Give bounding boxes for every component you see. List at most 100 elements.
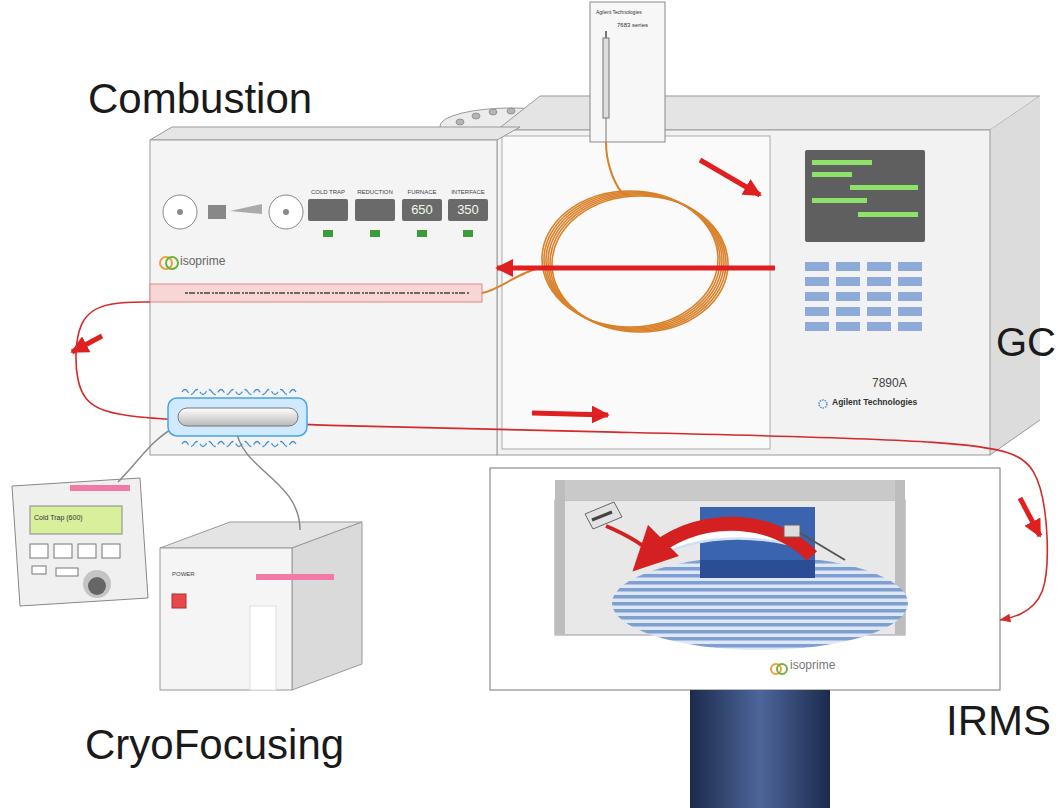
screen-text: Cold Trap (600) xyxy=(34,514,83,522)
power-button xyxy=(172,594,186,608)
brand-logo xyxy=(819,400,827,408)
valve-knob xyxy=(208,205,226,219)
control-knob xyxy=(83,570,111,598)
section-heading: CryoFocusing xyxy=(85,724,344,766)
status-button xyxy=(323,230,333,237)
gc-keypad xyxy=(805,262,922,331)
temperature-display xyxy=(308,199,348,221)
vial xyxy=(456,119,464,125)
gc-front xyxy=(497,130,990,455)
instrument-unit: CryoFocusingPOWER xyxy=(160,548,292,690)
brand-name: Agilent Technologies xyxy=(596,10,642,16)
panel-label: REDUCTION xyxy=(353,189,397,196)
status-button xyxy=(370,230,380,237)
screen-lines xyxy=(812,160,918,217)
indicator-strip xyxy=(256,574,334,580)
cold-trap-glow xyxy=(168,398,307,436)
brand-logo xyxy=(777,664,787,674)
screen-line xyxy=(812,172,852,177)
power-box-side xyxy=(292,522,362,690)
autosampler-tower xyxy=(590,2,665,142)
flow-arrow xyxy=(700,160,760,195)
section-heading: GC xyxy=(996,322,1056,362)
section-heading: IRMS xyxy=(946,700,1051,742)
controller-button xyxy=(30,544,48,558)
display-value: 350 xyxy=(450,203,486,218)
controller-screen xyxy=(30,506,122,534)
controller-buttons xyxy=(30,544,120,576)
panel-label: POWER xyxy=(172,571,195,578)
irms-housing xyxy=(490,468,1000,690)
gc-screen xyxy=(805,150,925,242)
syringe-plunger xyxy=(605,31,607,38)
gc-oven-door xyxy=(502,136,770,449)
valve-lever xyxy=(230,204,262,214)
pressure-dial xyxy=(269,195,303,229)
panel-label: FURNACE xyxy=(400,189,444,196)
controller-button xyxy=(54,544,72,558)
brand-logo xyxy=(166,257,178,269)
combustion-top-face xyxy=(150,127,520,140)
cold-trap-tube xyxy=(178,408,298,426)
coil-loop xyxy=(552,196,728,332)
model-number: 7683 series xyxy=(617,22,648,29)
combustion-front xyxy=(150,140,497,455)
chamber-wall xyxy=(555,480,565,635)
furnace-tube xyxy=(150,284,482,302)
controller-button xyxy=(102,544,120,558)
cooling-waves xyxy=(182,442,296,447)
vial xyxy=(472,113,480,119)
display-value: 650 xyxy=(404,203,440,218)
column-line xyxy=(606,142,622,193)
indicator-strip xyxy=(70,485,130,491)
screen-line xyxy=(812,198,867,203)
syringe-needle xyxy=(606,118,607,142)
magnet xyxy=(700,560,815,578)
panel-label: COLD TRAP xyxy=(306,189,350,196)
flow-arrow xyxy=(532,413,608,415)
temperature-display xyxy=(448,199,488,221)
power-box-panel xyxy=(250,606,276,690)
screen-line xyxy=(858,212,918,217)
instrument-unit: IRMSisoprime xyxy=(490,468,1000,690)
control-knob xyxy=(88,577,106,595)
reactor-packing xyxy=(185,292,470,294)
panel-label: INTERFACE xyxy=(446,189,490,196)
cooling-waves xyxy=(182,390,296,395)
vial xyxy=(489,109,497,115)
screen-line xyxy=(812,160,872,165)
section-heading: Combustion xyxy=(88,78,312,120)
collector-cup xyxy=(592,512,612,520)
brand-name: Agilent Technologies xyxy=(832,398,917,408)
brand-name: isoprime xyxy=(180,255,225,269)
controller-button xyxy=(32,566,46,574)
source-inlet xyxy=(800,533,845,560)
chamber-wall xyxy=(555,480,905,500)
flow-arrow xyxy=(1020,498,1040,536)
dial-center xyxy=(177,209,183,215)
temperature-display xyxy=(402,199,442,221)
irms-pedestal xyxy=(690,690,830,808)
gc-top-face xyxy=(497,96,1040,130)
status-button xyxy=(417,230,427,237)
collector xyxy=(585,502,622,529)
controller-button xyxy=(56,568,78,576)
pressure-dial xyxy=(163,195,197,229)
syringe xyxy=(603,38,609,118)
status-button xyxy=(463,230,473,237)
instrument-unit: GC7890AAgilent Technologies xyxy=(775,130,990,455)
controller-button xyxy=(78,544,96,558)
flow-connector xyxy=(76,302,1047,620)
ion-beam-arrow xyxy=(648,524,812,556)
cryo-controller xyxy=(12,478,148,606)
ion-source xyxy=(784,525,800,537)
vial xyxy=(507,108,515,114)
brand-name: isoprime xyxy=(790,659,835,673)
dial-center xyxy=(283,209,289,215)
gc-side-face xyxy=(990,96,1040,455)
screen-line xyxy=(850,185,918,190)
magnet-base xyxy=(612,556,908,650)
collector-lead xyxy=(606,526,660,560)
instrument-unit: Combustionisoprime xyxy=(150,140,497,455)
